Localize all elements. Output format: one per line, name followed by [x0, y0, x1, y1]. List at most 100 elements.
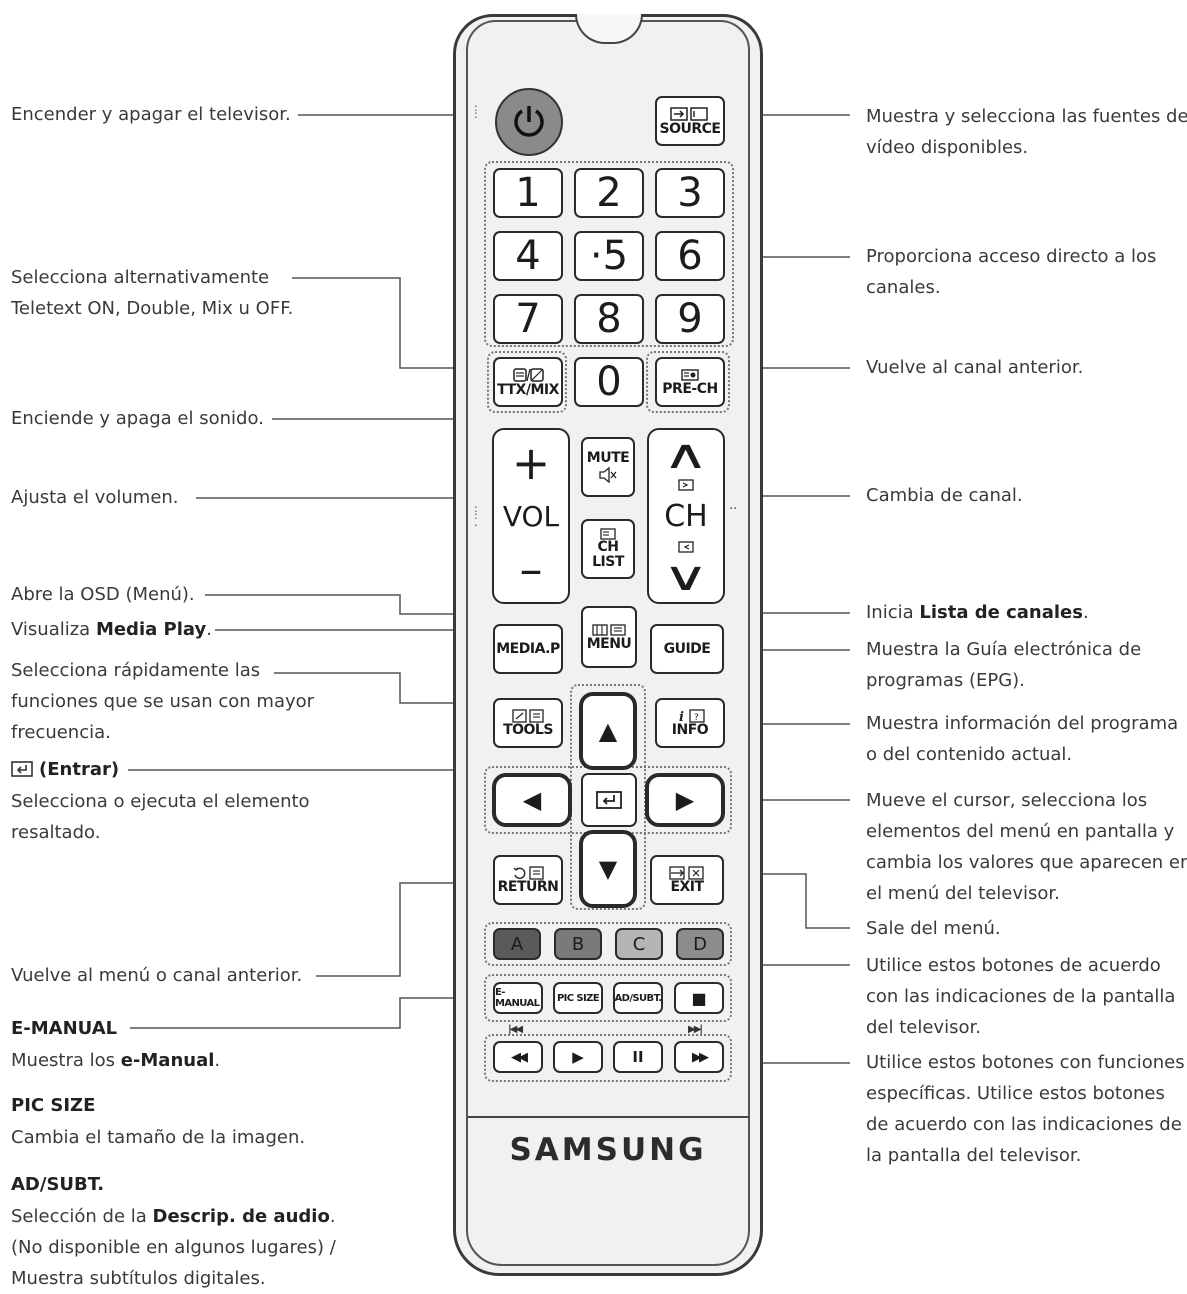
- play-button[interactable]: ▶: [553, 1041, 603, 1073]
- emanual-label: Muestra los e-Manual.: [11, 1045, 220, 1076]
- power-button[interactable]: [495, 88, 563, 156]
- remote-divider: [468, 1116, 750, 1118]
- picsize-heading: PIC SIZE: [11, 1095, 96, 1116]
- media-play-button[interactable]: MEDIA.P: [493, 624, 563, 674]
- pic-size-button[interactable]: PIC SIZE: [553, 982, 603, 1014]
- down-button[interactable]: ▼: [579, 830, 637, 908]
- function-buttons-group: [484, 974, 732, 1022]
- volume-up-icon: +: [511, 436, 551, 490]
- chlist-prefix: Inicia: [866, 602, 920, 623]
- ttx-mix-button[interactable]: TTX/MIX: [493, 357, 563, 407]
- cursor-label-line2: elementos del menú en pantalla y: [866, 821, 1175, 842]
- volume-label: VOL: [502, 499, 560, 533]
- left-button[interactable]: ◀: [492, 773, 572, 827]
- info-button[interactable]: i ? INFO: [655, 698, 725, 748]
- pause-button[interactable]: II: [613, 1041, 663, 1073]
- adsubt-prefix: Selección de la: [11, 1206, 153, 1227]
- digit-5-button[interactable]: ·5: [574, 231, 644, 281]
- volume-label: Ajusta el volumen.: [11, 487, 179, 508]
- digit-3-button[interactable]: 3: [655, 168, 725, 218]
- mute-button[interactable]: MUTE: [581, 437, 635, 497]
- mute-icon: [599, 466, 617, 483]
- enter-icon: [11, 761, 33, 777]
- menu-icon: [592, 623, 626, 636]
- right-button[interactable]: ▶: [645, 773, 725, 827]
- exit-button[interactable]: EXIT: [650, 855, 724, 905]
- ch-list-icon: [600, 528, 616, 540]
- exit-label: Sale del menú.: [866, 918, 1001, 939]
- return-button[interactable]: RETURN: [493, 855, 563, 905]
- playback-buttons-group: [484, 1034, 732, 1082]
- up-button[interactable]: ▲: [579, 692, 637, 770]
- color-button-d[interactable]: D: [676, 928, 724, 960]
- digit-7-button[interactable]: 7: [493, 294, 563, 344]
- source-icon: [670, 106, 708, 121]
- digit-1-button[interactable]: 1: [493, 168, 563, 218]
- cursor-label-line4: el menú del televisor.: [866, 883, 1060, 904]
- color-button-c[interactable]: C: [615, 928, 663, 960]
- prech-group: [646, 351, 730, 413]
- adsubt-label-line1: Selección de la Descrip. de audio.: [11, 1201, 336, 1232]
- info-label-line1: Muestra información del programa: [866, 713, 1179, 734]
- digit-6-button[interactable]: 6: [655, 231, 725, 281]
- rewind-button[interactable]: ◀◀: [493, 1041, 543, 1073]
- color-label-line1: Utilice estos botones de acuerdo: [866, 955, 1161, 976]
- skip-back-icon: |◀◀: [508, 1024, 523, 1035]
- channel-up-icon: ∧: [662, 432, 710, 478]
- media-play-prefix: Visualiza: [11, 619, 96, 640]
- ch-list-button[interactable]: CH LIST: [581, 519, 635, 579]
- enter-button-icon: [596, 791, 622, 809]
- ttx-mix-label: TTX/MIX: [497, 381, 559, 398]
- info-icon: i ?: [679, 708, 705, 723]
- emanual-button[interactable]: E-MANUAL: [493, 982, 543, 1014]
- color-label-line2: con las indicaciones de la pantalla: [866, 986, 1176, 1007]
- digit-2-button[interactable]: 2: [574, 168, 644, 218]
- tools-label-line1: Selecciona rápidamente las: [11, 660, 261, 681]
- volume-rocker[interactable]: + VOL –: [492, 428, 570, 604]
- digit-0-button[interactable]: 0: [574, 357, 644, 407]
- tools-button[interactable]: TOOLS: [493, 698, 563, 748]
- adsubt-suffix: .: [329, 1206, 336, 1227]
- playback-label-line2: específicas. Utilice estos botones: [866, 1083, 1165, 1104]
- emanual-heading: E-MANUAL: [11, 1018, 118, 1039]
- teletext-label-line1: Selecciona alternativamente: [11, 267, 270, 288]
- digit-4-button[interactable]: 4: [493, 231, 563, 281]
- stop-button[interactable]: ■: [674, 982, 724, 1014]
- ad-subt-button[interactable]: AD/SUBT.: [613, 982, 663, 1014]
- prech-label: PRE-CH: [662, 380, 718, 397]
- picsize-label: Cambia el tamaño de la imagen.: [11, 1127, 306, 1148]
- enter-button[interactable]: [581, 773, 637, 827]
- color-button-b[interactable]: B: [554, 928, 602, 960]
- info-label: INFO: [671, 721, 709, 738]
- mute-label: Enciende y apaga el sonido.: [11, 408, 264, 429]
- chlist-bold: Lista de canales: [919, 602, 1083, 623]
- emanual-bold: e-Manual: [120, 1050, 215, 1071]
- guide-label-line2: programas (EPG).: [866, 670, 1025, 691]
- channel-label: Cambia de canal.: [866, 485, 1023, 506]
- info-label-line2: o del contenido actual.: [866, 744, 1073, 765]
- source-button[interactable]: SOURCE: [655, 96, 725, 146]
- playback-label-line3: de acuerdo con las indicaciones de: [866, 1114, 1182, 1135]
- chlist-label: Inicia Lista de canales.: [866, 597, 1089, 628]
- cursor-label-line3: cambia los valores que aparecen en: [866, 852, 1187, 873]
- fast-forward-button[interactable]: ▶▶: [674, 1041, 724, 1073]
- guide-label-line1: Muestra la Guía electrónica de: [866, 639, 1142, 660]
- digit-9-button[interactable]: 9: [655, 294, 725, 344]
- channel-rocker[interactable]: ∧ CH ∨: [647, 428, 725, 604]
- menu-label: MENU: [586, 635, 632, 652]
- color-button-a[interactable]: A: [493, 928, 541, 960]
- guide-button[interactable]: GUIDE: [650, 624, 724, 674]
- color-label-line3: del televisor.: [866, 1017, 981, 1038]
- adsubt-label-line3: Muestra subtítulos digitales.: [11, 1268, 266, 1289]
- channel-label: CH: [664, 498, 708, 534]
- adsubt-label-line2: (No disponible en algunos lugares) /: [11, 1237, 336, 1258]
- digit-8-button[interactable]: 8: [574, 294, 644, 344]
- tools-label-line2: funciones que se usan con mayor: [11, 691, 315, 712]
- menu-button[interactable]: MENU: [581, 606, 637, 668]
- exit-icon: [669, 865, 704, 880]
- emanual-prefix: Muestra los: [11, 1050, 121, 1071]
- return-icon: [513, 865, 544, 880]
- prech-button[interactable]: PRE-CH: [655, 357, 725, 407]
- cursor-label-line1: Mueve el cursor, selecciona los: [866, 790, 1148, 811]
